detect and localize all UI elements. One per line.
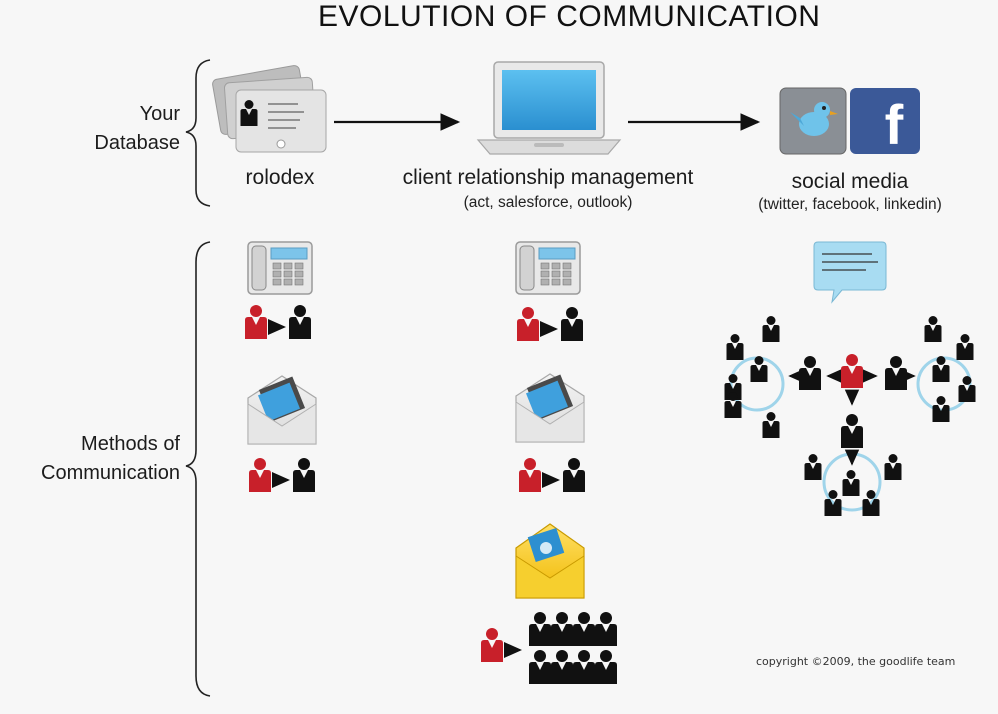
mass-email-group [481, 612, 617, 684]
direct-call-pair [245, 305, 311, 339]
direct-mail-pair [249, 458, 315, 492]
row-label-database-line2: Database [94, 132, 180, 154]
crm-call-pair [517, 307, 583, 341]
row-label-database: Your Database [60, 100, 180, 158]
stage-social-subtitle: (twitter, facebook, linkedin) [758, 196, 942, 213]
stage-crm-caption: client relationship management [402, 166, 694, 189]
crm-envelope-icon [515, 373, 585, 443]
stage-social-caption: social media [791, 170, 909, 193]
diagram-title: EVOLUTION OF COMMUNICATION [318, 0, 821, 33]
crm-mail-pair [519, 458, 585, 492]
laptop-icon [476, 61, 622, 155]
svg-text:f: f [885, 93, 904, 156]
copyright-note: copyright ©2009, the goodlife team [756, 655, 956, 668]
database-brace [185, 59, 211, 207]
speech-bubble-icon [813, 241, 887, 304]
row-label-methods-line2: Communication [41, 462, 180, 484]
row-label-methods: Methods of Communication [8, 430, 180, 488]
twitter-icon [779, 87, 847, 155]
row-label-methods-line1: Methods of [81, 433, 180, 455]
network-icon [724, 316, 976, 516]
rolodex-icon [212, 65, 327, 153]
email-icon [515, 523, 585, 599]
row-label-database-line1: Your [139, 103, 180, 125]
stage-crm-subtitle: (act, salesforce, outlook) [463, 194, 633, 211]
crm-phone-icon [515, 241, 581, 295]
methods-brace [185, 241, 211, 697]
envelope-icon [247, 375, 317, 445]
phone-icon [247, 241, 313, 295]
facebook-icon: f [850, 88, 920, 156]
stage-rolodex-caption: rolodex [245, 166, 315, 189]
